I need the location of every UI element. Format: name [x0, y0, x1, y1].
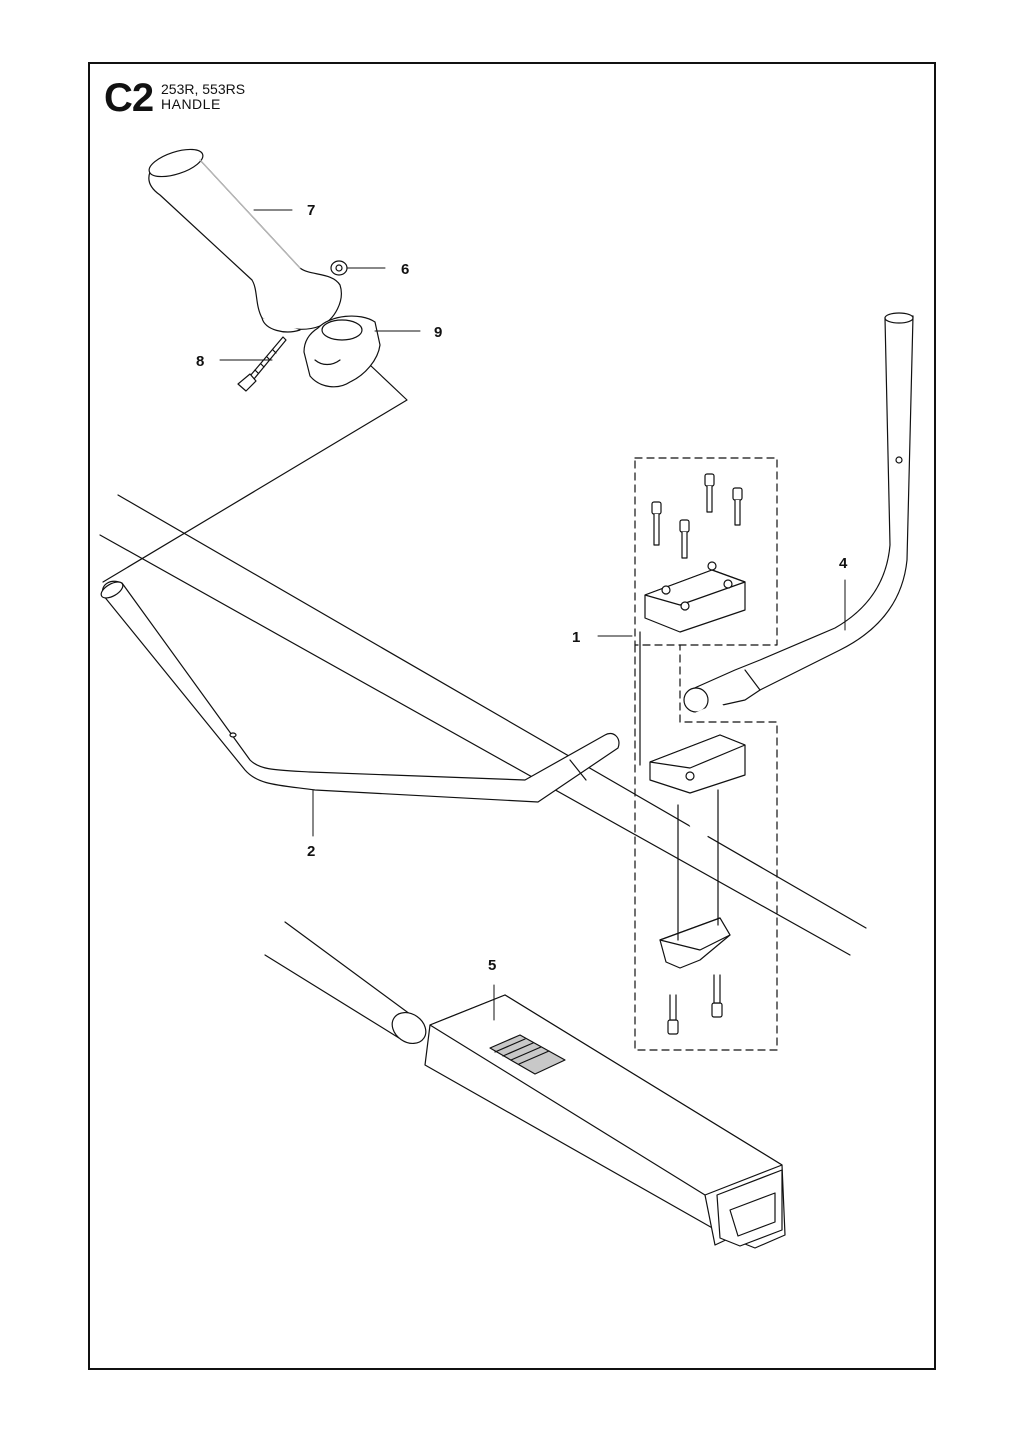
diagram-frame: [88, 62, 936, 1370]
callout-4: 4: [839, 555, 848, 572]
kit-dashed-boxes: [634, 457, 778, 1051]
callout-5: 5: [488, 957, 496, 974]
callout-8: 8: [196, 353, 204, 370]
assembly-lines: [639, 631, 719, 941]
grip-clamp: [303, 315, 381, 388]
shaft-axis-lines: [99, 494, 867, 956]
handle-tube: [100, 580, 620, 803]
callout-leaders: [219, 209, 846, 1021]
handle-tube-right: [683, 312, 914, 713]
grip-leader-line: [102, 364, 408, 583]
callout-7: 7: [307, 202, 315, 219]
nut: [330, 260, 348, 276]
bracket-kit-screws: [651, 473, 743, 1035]
callout-2: 2: [307, 843, 315, 860]
callout-6: 6: [401, 261, 409, 278]
section-code: C2: [104, 76, 154, 120]
model-numbers: 253R, 553RS: [161, 81, 246, 97]
callout-1: 1: [572, 629, 580, 646]
callout-9: 9: [434, 324, 442, 341]
long-screw: [237, 336, 287, 392]
bracket-kit: [644, 561, 760, 969]
grip: [148, 148, 342, 333]
callout-labels: 7 6 9 8 1 4 2 5: [196, 202, 848, 974]
section-title: HANDLE: [161, 96, 221, 112]
shaft-tube: [264, 921, 427, 1045]
shaft-housing: [424, 994, 786, 1249]
